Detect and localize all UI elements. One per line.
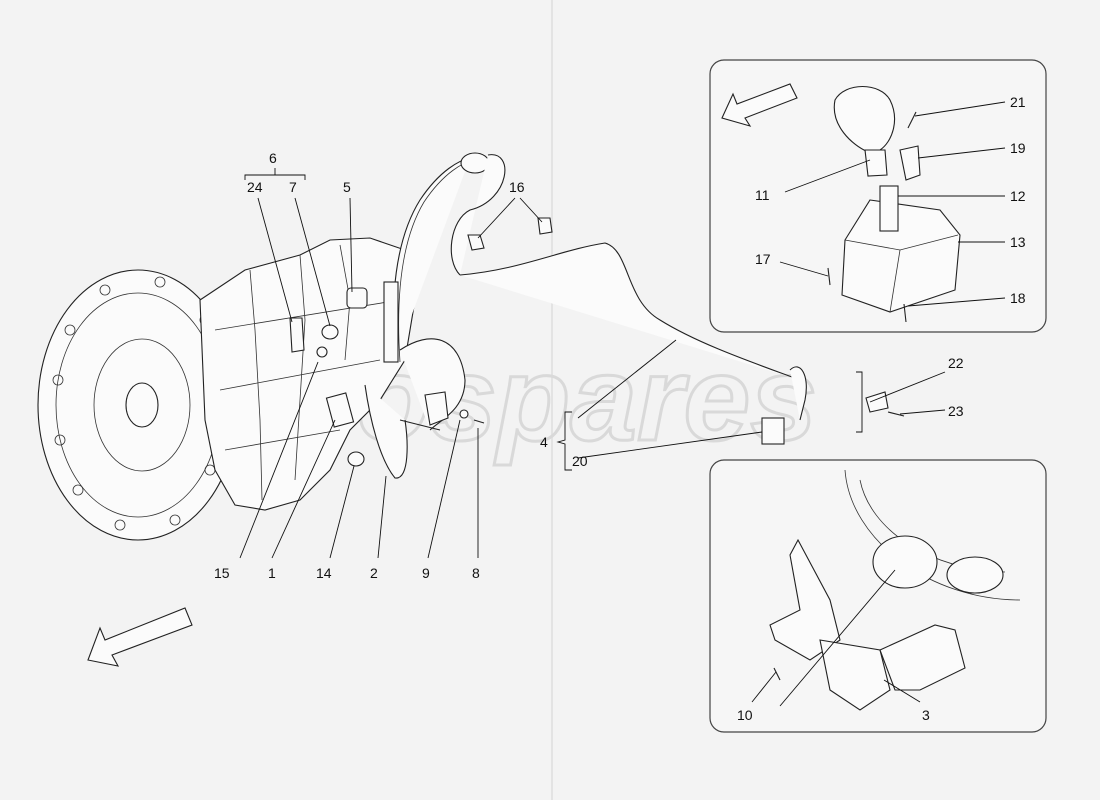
clip-16a [467,234,485,251]
screw-21 [907,111,917,129]
callout-17: 17 [755,251,771,267]
knob-stem [864,149,888,177]
gear-selector-cable [364,152,905,479]
cable-end-bracket-20 [761,417,785,445]
callout-12: 12 [1010,188,1026,204]
callout-24: 24 [247,179,263,195]
callout-6: 6 [269,150,277,166]
shift-knob-11 [833,86,895,153]
cable-main-run [459,242,801,381]
wheel-button-pad [946,556,1004,594]
callout-9: 9 [422,565,430,581]
direction-arrow-icon [87,607,193,667]
screw-23 [887,411,905,417]
callout-5: 5 [343,179,351,195]
bracket-24 [289,317,305,353]
paddle-assembly [769,469,1021,711]
torque-converter [93,338,191,472]
paddle-shifter [879,624,966,691]
spring-link [399,419,441,431]
callout-10: 10 [737,707,753,723]
callout-14: 14 [316,565,332,581]
callout-2: 2 [370,565,378,581]
bolt-8 [473,419,485,424]
selector-lever [325,392,355,428]
callout-23: 23 [948,403,964,419]
clip-9 [424,391,449,426]
callout-18: 18 [1010,290,1026,306]
bolt-part [316,346,328,358]
cable-end-loop [789,366,807,421]
bracket-2 [364,384,408,479]
screw-18 [903,303,907,323]
callout-13: 13 [1010,234,1026,250]
transmission-assembly [37,237,416,541]
screw-10 [773,667,781,681]
callout-labels: 6 24 7 5 16 15 1 14 2 9 8 4 20 22 23 21 … [214,94,1026,723]
screw-17 [827,267,831,286]
callout-11: 11 [755,187,770,203]
trim-cap-19 [899,145,921,181]
callout-19: 19 [1010,140,1026,156]
shift-knob-assembly [721,83,961,323]
callout-15: 15 [214,565,230,581]
nut-7 [321,324,339,340]
bush-14 [347,451,365,467]
cable-loop [450,154,506,276]
mounting-bracket [769,538,841,661]
shift-gate-12 [879,185,899,232]
callout-3: 3 [922,707,930,723]
callout-16: 16 [509,179,525,195]
shifter-housing-13 [841,199,961,313]
inset-shift-lever [709,59,1047,333]
direction-arrow-icon [721,83,798,127]
callout-22: 22 [948,355,964,371]
leader-lines [239,101,1006,707]
callout-1: 1 [268,565,276,581]
paddle-arm-3 [819,639,891,711]
cable-adjuster [383,281,399,363]
callout-20: 20 [572,453,588,469]
callout-7: 7 [289,179,297,195]
breather-cap [346,287,368,309]
callout-4: 4 [540,434,548,450]
callout-21: 21 [1010,94,1026,110]
washer [459,409,469,419]
wheel-hub [872,535,938,589]
converter-hub [125,382,159,428]
callout-8: 8 [472,565,480,581]
clip-22 [865,391,889,413]
